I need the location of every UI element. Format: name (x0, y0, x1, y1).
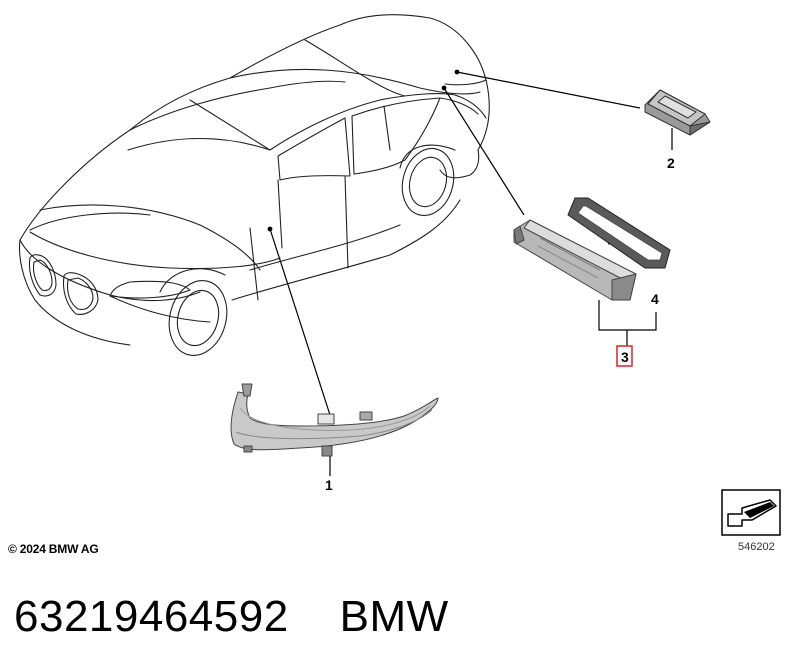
callout-4: 4 (651, 291, 659, 307)
callout-3-highlight-box (616, 345, 633, 367)
callout-2: 2 (667, 155, 675, 171)
copyright-notice: © 2024 BMW AG (8, 542, 99, 556)
diagram-reference-number: 546202 (738, 541, 775, 553)
diagram-reference-icon (721, 489, 781, 536)
leader-lines (269, 71, 673, 476)
callout-1: 1 (325, 477, 333, 493)
part-2-lamp (644, 89, 711, 136)
part-1-turn-signal (230, 383, 439, 457)
title-gap (289, 592, 340, 641)
part-3-module (513, 219, 637, 301)
part-4-gasket (567, 197, 671, 269)
leader-dots (267, 69, 460, 232)
car-outline (19, 14, 490, 356)
brand-name: BMW (339, 592, 449, 641)
part-number: 63219464592 (14, 592, 289, 641)
callout-3: 3 (621, 349, 629, 365)
part-number-title: 63219464592 BMW (14, 592, 449, 642)
